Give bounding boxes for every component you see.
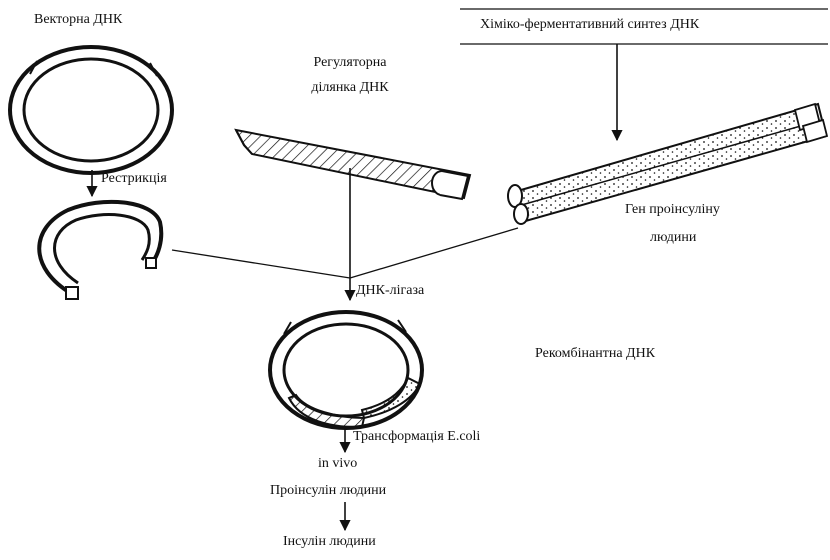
label-in-vivo: in vivo <box>318 456 357 473</box>
recombinant-dna-ring <box>270 312 422 428</box>
vector-dna-ring <box>10 47 172 173</box>
label-gene-1: Ген проінсуліну <box>625 202 720 219</box>
label-recombinant: Рекомбінантна ДНК <box>535 346 655 363</box>
label-vector-dna: Векторна ДНК <box>34 12 122 29</box>
label-ligase: ДНК-лігаза <box>356 283 424 300</box>
label-proinsulin: Проінсулін людини <box>270 483 386 500</box>
regulatory-dna-segment <box>236 130 470 199</box>
label-gene-2: людини <box>650 230 696 247</box>
label-regulatory-2: ділянка ДНК <box>300 80 400 97</box>
connector-gene <box>350 228 518 278</box>
opened-vector-arc <box>39 202 161 299</box>
label-regulatory-1: Регуляторна <box>300 55 400 72</box>
label-insulin: Інсулін людини <box>283 534 376 551</box>
connector-vector <box>172 250 350 278</box>
label-transformation: Трансформація E.coli <box>353 429 480 446</box>
label-restriction: Рестрикція <box>101 171 167 188</box>
label-chemical-synthesis: Хіміко-ферментативний синтез ДНК <box>480 17 699 34</box>
